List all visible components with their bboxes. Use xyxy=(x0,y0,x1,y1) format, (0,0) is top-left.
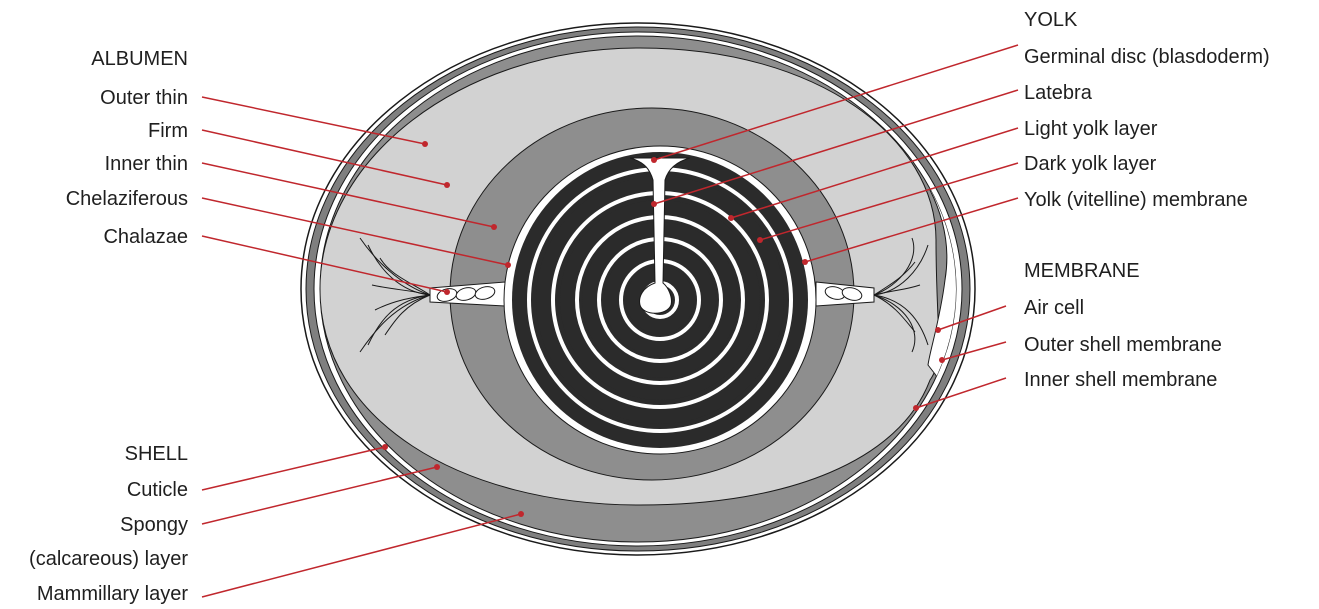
leader-outer-shell-membrane-dot xyxy=(939,357,945,363)
leader-germinal-disc-dot xyxy=(651,157,657,163)
leader-outer-thin-dot xyxy=(422,141,428,147)
albumen-heading: ALBUMEN xyxy=(91,47,188,71)
leader-inner-shell-membrane-dot xyxy=(913,405,919,411)
label-spongy: Spongy xyxy=(120,513,188,537)
leader-inner-thin-dot xyxy=(491,224,497,230)
yolk-heading: YOLK xyxy=(1024,8,1077,32)
label-inner-shell-membrane: Inner shell membrane xyxy=(1024,368,1217,392)
label-inner-thin: Inner thin xyxy=(105,152,188,176)
label-firm: Firm xyxy=(148,119,188,143)
label-cuticle: Cuticle xyxy=(127,478,188,502)
leader-spongy-dot xyxy=(434,464,440,470)
leader-vitelline-dot xyxy=(802,259,808,265)
label-vitelline-membrane: Yolk (vitelline) membrane xyxy=(1024,188,1248,212)
label-latebra: Latebra xyxy=(1024,81,1092,105)
label-mammillary-layer: Mammillary layer xyxy=(37,582,188,606)
leader-spongy xyxy=(202,467,437,524)
leader-chelaziferous-dot xyxy=(505,262,511,268)
leader-light-yolk-dot xyxy=(728,215,734,221)
leader-mammillary-dot xyxy=(518,511,524,517)
label-germinal-disc: Germinal disc (blasdoderm) xyxy=(1024,45,1270,69)
label-chelaziferous: Chelaziferous xyxy=(66,187,188,211)
leader-cuticle-dot xyxy=(382,444,388,450)
label-air-cell: Air cell xyxy=(1024,296,1084,320)
label-calcareous-layer: (calcareous) layer xyxy=(29,547,188,571)
label-dark-yolk-layer: Dark yolk layer xyxy=(1024,152,1156,176)
leader-chalazae-dot xyxy=(444,289,450,295)
leader-cuticle xyxy=(202,447,385,490)
label-chalazae: Chalazae xyxy=(103,225,188,249)
leader-air-cell-dot xyxy=(935,327,941,333)
label-outer-thin: Outer thin xyxy=(100,86,188,110)
label-light-yolk-layer: Light yolk layer xyxy=(1024,117,1157,141)
leader-mammillary xyxy=(202,514,521,597)
leader-firm-dot xyxy=(444,182,450,188)
shell-heading: SHELL xyxy=(125,442,188,466)
leader-latebra-dot xyxy=(651,201,657,207)
membrane-heading: MEMBRANE xyxy=(1024,259,1140,283)
leader-dark-yolk-dot xyxy=(757,237,763,243)
label-outer-shell-membrane: Outer shell membrane xyxy=(1024,333,1222,357)
